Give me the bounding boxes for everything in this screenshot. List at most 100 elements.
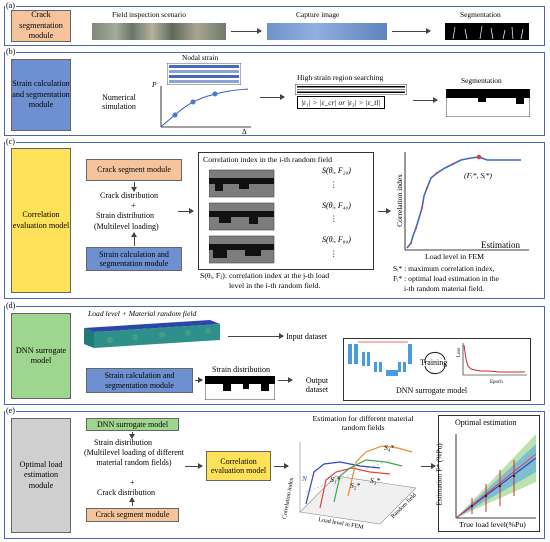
arrow-c1	[131, 182, 137, 192]
arrow-b2	[413, 97, 438, 103]
arrow-e2	[129, 497, 135, 506]
dots-c1: ⋮	[240, 180, 248, 189]
arrow-e1	[129, 432, 135, 439]
arrow-a1	[231, 28, 262, 34]
capture-image	[267, 23, 387, 40]
segmentation-label-b: Segmentation	[461, 76, 502, 85]
optimal-y-axis: Estimation F* (%Pu)	[434, 443, 444, 506]
optimal-load-module-box: Optimal load estimation module	[11, 418, 71, 533]
nodal-strain-label: Nodal strain	[182, 53, 219, 62]
segmentation-image-b	[446, 89, 530, 117]
corr-note-2: Fᵢ* : optimal load estimation in the	[393, 274, 499, 283]
arrow-c3	[178, 208, 194, 214]
optimal-estimation-frame	[438, 415, 540, 532]
correlation-frame	[198, 152, 374, 270]
panel-e-label: (e)	[5, 406, 16, 415]
arrow-b1	[260, 94, 285, 100]
dnn-architecture	[348, 341, 412, 376]
strain-distribution-c: Strain distribution	[96, 211, 154, 220]
panel-c	[4, 142, 545, 299]
corr-xaxis: Load level in FEM	[425, 252, 485, 261]
panel-b-label: (b)	[5, 47, 17, 56]
corr-note-1: Sᵢ* : maximum correlation index,	[393, 264, 495, 273]
arrow-d3	[278, 377, 293, 383]
strain-calc-module-box: Strain calculation and segmentation modu…	[11, 59, 71, 131]
correlation-evaluation-box-e: Correlation evaluation model	[206, 451, 271, 481]
plus-e: +	[130, 478, 135, 487]
arrow-e3	[185, 463, 203, 469]
output-dataset-label: Output dataset	[305, 376, 329, 394]
correlation-frame-title: Correlation index in the i-th random fie…	[203, 155, 333, 164]
dnn-surrogate-module-box: DNN surrogate model	[11, 313, 71, 399]
input-dataset-label: Input dataset	[286, 332, 328, 341]
corr-s20: S(θᵢ, F₂₀)	[322, 166, 351, 175]
optimal-estimation-chart	[455, 434, 537, 519]
crack-segment-box-e: Crack segment module	[86, 508, 179, 522]
load-displacement-curve	[160, 86, 251, 128]
n-label: N	[302, 474, 308, 483]
arrow-c4	[378, 208, 391, 214]
s2-label: S₂*	[350, 481, 361, 490]
strain-criterion: |ε₁| > |ε_cr| or |ε₃| > |ε_tl|	[297, 96, 385, 109]
s4-label: S₄*	[384, 443, 395, 452]
beam-input-label: Load level + Material random field	[88, 309, 197, 318]
loss-axis: Loss	[457, 347, 463, 358]
crack-segment-box-c: Crack segment module	[86, 159, 182, 181]
arrow-a2	[392, 28, 431, 34]
dots-c3: ⋮	[330, 214, 338, 223]
plus-c: +	[131, 201, 136, 210]
s1-label: S₁*	[330, 475, 341, 484]
corr-definition-1: S(θᵢ, Fⱼ): correlation index at the j-th…	[200, 271, 330, 280]
corr-estimation: Estimation	[481, 240, 520, 250]
dnn-surrogate-caption: DNN surrogate model	[396, 386, 468, 395]
correlation-evaluation-module-box: Correlation evaluation model	[11, 148, 71, 293]
epoch-axis: Epoch	[490, 380, 503, 385]
corr-s40: S(θᵢ, F₄₀)	[322, 201, 351, 210]
training-cycle-icon	[424, 351, 446, 375]
delta-axis-label: Δ	[242, 127, 247, 136]
training-label: Training	[420, 358, 448, 367]
optimal-estimation-title: Optimal estimation	[455, 418, 517, 427]
corr-yaxis: Correlation index	[394, 174, 404, 227]
dots-c2: ⋮	[330, 180, 338, 189]
strain-distribution-image	[205, 376, 275, 400]
panel-d-label: (d)	[5, 301, 17, 310]
dnn-surrogate-frame	[343, 338, 531, 401]
dots-c4: ⋮	[330, 249, 338, 258]
panel-c-label: (c)	[5, 137, 16, 146]
strain-distribution-e: Strain distribution	[94, 438, 152, 447]
strain-calc-box-d: Strain calculation and segmentation modu…	[86, 368, 193, 393]
strain-distribution-d: Strain distribution	[212, 365, 270, 374]
numerical-simulation-label: Numerical simulation	[102, 93, 136, 111]
high-strain-grid	[295, 84, 407, 95]
corr-note-3: i-th random material field.	[404, 284, 485, 293]
multilevel-e: (Multilevel loading of different materia…	[83, 448, 185, 467]
arrow-c2	[131, 232, 137, 246]
crack-distribution-c: Crack distribution	[100, 191, 158, 200]
correlation-tiles	[209, 169, 275, 264]
capture-image-label: Capture image	[296, 10, 340, 19]
segmentation-image-a	[445, 23, 529, 40]
panel-a-label: (a)	[5, 1, 16, 10]
corr-optimal-point: (Fᵢ*, Sᵢ*)	[464, 171, 493, 180]
high-strain-search-label: High strain region searching	[297, 73, 384, 82]
multilevel-c: (Multilevel loading)	[94, 222, 159, 231]
dnn-box-e: DNN surrogate model	[86, 418, 179, 431]
arrow-e4	[274, 463, 289, 469]
p-axis-label: P	[152, 80, 157, 89]
beam-random-field	[84, 320, 220, 348]
crack-distribution-e: Crack distribution	[97, 488, 155, 497]
arrow-d2	[195, 377, 203, 383]
corr-definition-2: level in the i-th random field.	[229, 281, 321, 290]
segmentation-label-a: Segmentation	[460, 10, 501, 19]
field-inspection-label: Field inspection scenario	[112, 10, 186, 19]
estimation-random-title: Estimation for different material random…	[312, 414, 414, 432]
arrow-e5	[421, 463, 436, 469]
strain-calc-box-c: Strain calculation and segmentation modu…	[86, 247, 182, 271]
arrow-d1	[228, 333, 284, 339]
estimation-3d-chart	[299, 442, 417, 525]
s3-label: S₃*	[370, 476, 381, 485]
field-inspection-image	[92, 23, 226, 40]
nodal-strain-grid	[167, 63, 241, 85]
optimal-x-axis: True load level(%Pu)	[459, 520, 526, 529]
